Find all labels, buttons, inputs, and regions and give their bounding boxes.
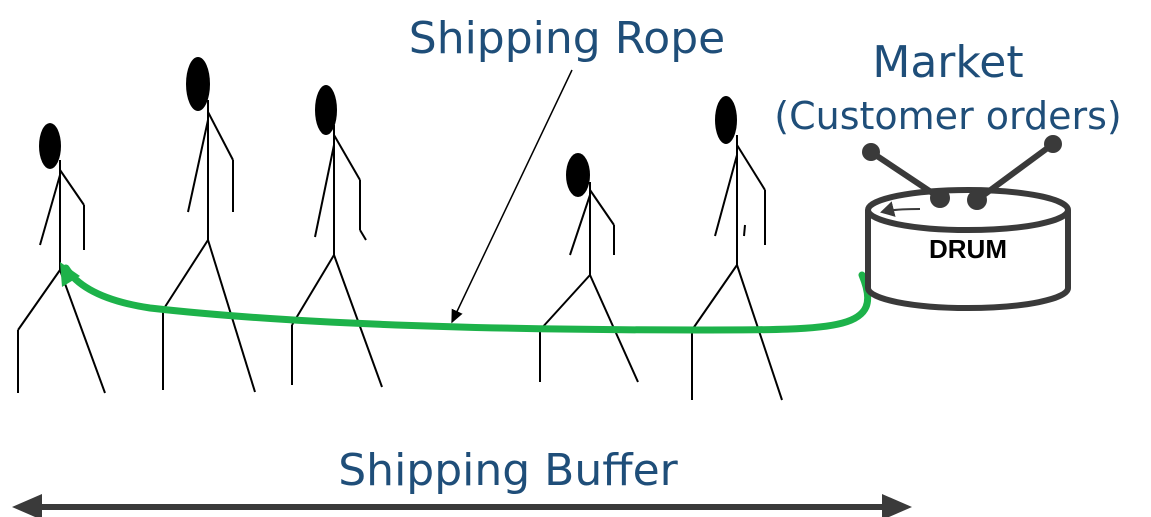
- shipping-buffer-arrow: [12, 494, 912, 517]
- stick-figure-icon: [17, 123, 106, 394]
- stick-figure-icon: [539, 153, 639, 383]
- rope-pointer-arrow: [451, 69, 573, 324]
- customer-orders-label: (Customer orders): [774, 94, 1121, 138]
- stick-figure-icon: [162, 57, 256, 393]
- shipping-buffer-label: Shipping Buffer: [338, 445, 678, 496]
- stick-figure-icon: [691, 96, 783, 401]
- shipping-rope: [60, 262, 872, 334]
- stick-figure-icon: [291, 85, 383, 388]
- market-label: Market: [872, 37, 1023, 88]
- drum-icon: DRUM: [862, 135, 1071, 311]
- drumstick-icon: [967, 135, 1062, 210]
- shipping-rope-label: Shipping Rope: [409, 13, 725, 64]
- drumstick-icon: [862, 143, 950, 208]
- drum-label: DRUM: [929, 234, 1007, 264]
- rope-arrowhead: [60, 262, 80, 287]
